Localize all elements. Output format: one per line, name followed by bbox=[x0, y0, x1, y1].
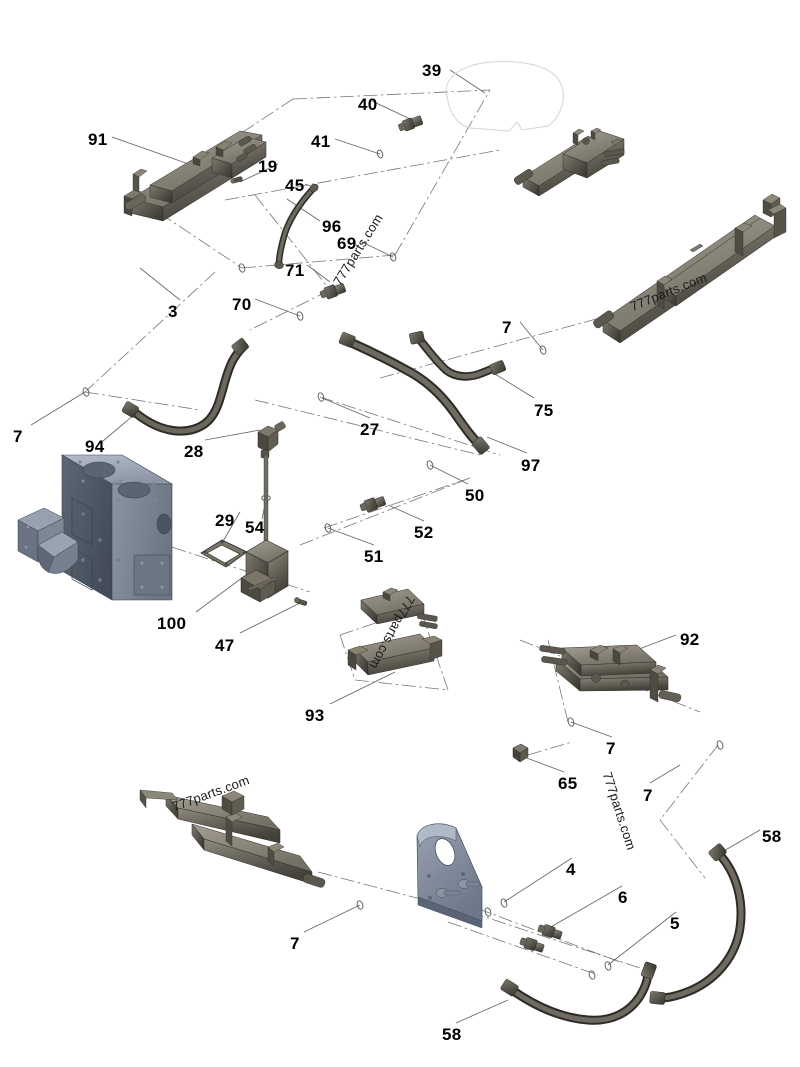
callout-100: 100 bbox=[157, 614, 187, 633]
callout-28: 28 bbox=[184, 442, 204, 461]
callout-39: 39 bbox=[422, 61, 442, 80]
upper-right-cylinder bbox=[593, 193, 787, 344]
callout-70: 70 bbox=[232, 295, 252, 314]
part-4-union bbox=[519, 937, 545, 953]
part-3-hose bbox=[121, 338, 249, 436]
callout-7-right-lower: 7 bbox=[643, 786, 653, 805]
callout-50: 50 bbox=[465, 486, 485, 505]
callout-93: 93 bbox=[305, 706, 325, 725]
callout-3: 3 bbox=[168, 302, 178, 321]
part-65-plug bbox=[512, 743, 529, 763]
part-92-manifold bbox=[539, 644, 682, 703]
callout-41: 41 bbox=[311, 132, 331, 151]
callout-58-right: 58 bbox=[762, 827, 782, 846]
part-94-valve-block bbox=[17, 454, 174, 601]
callout-27: 27 bbox=[360, 420, 380, 439]
part-28-elbow bbox=[257, 421, 286, 459]
callout-94: 94 bbox=[85, 437, 105, 456]
part-29-gasket bbox=[200, 539, 248, 568]
callout-47: 47 bbox=[215, 636, 235, 655]
callout-6: 6 bbox=[618, 888, 628, 907]
part-27-hose bbox=[338, 332, 490, 455]
callout-7-bottom-left: 7 bbox=[290, 934, 300, 953]
part-6-union bbox=[537, 924, 563, 940]
callout-65: 65 bbox=[558, 774, 578, 793]
callout-7-left: 7 bbox=[13, 427, 23, 446]
callout-91: 91 bbox=[88, 130, 108, 149]
part-19-screw bbox=[230, 176, 243, 184]
oring-markers bbox=[82, 149, 724, 980]
upper-center-cylinder bbox=[513, 127, 625, 197]
callout-5: 5 bbox=[670, 914, 680, 933]
callout-54: 54 bbox=[245, 518, 265, 537]
part-45-hose bbox=[274, 183, 319, 269]
lower-left-cylinder bbox=[139, 789, 326, 888]
part-39-phantom-outline bbox=[445, 61, 564, 132]
callout-19: 19 bbox=[258, 157, 278, 176]
part-93-cylinders bbox=[347, 587, 443, 676]
part-47-bolt bbox=[294, 597, 308, 606]
callout-92: 92 bbox=[680, 630, 700, 649]
callout-71: 71 bbox=[285, 261, 305, 280]
part-91-manifold bbox=[123, 130, 267, 222]
callout-96: 96 bbox=[322, 217, 342, 236]
callout-7-upper-right: 7 bbox=[502, 318, 512, 337]
callout-45: 45 bbox=[285, 176, 305, 195]
callout-4: 4 bbox=[566, 860, 576, 879]
callout-29: 29 bbox=[215, 511, 235, 530]
callout-52: 52 bbox=[414, 523, 434, 542]
callout-69: 69 bbox=[337, 234, 357, 253]
part-58-hose-left bbox=[500, 961, 657, 1025]
callout-51: 51 bbox=[364, 547, 384, 566]
callout-7-mid-right: 7 bbox=[606, 739, 616, 758]
part-75-hose bbox=[409, 331, 507, 381]
callout-97: 97 bbox=[521, 456, 541, 475]
part-100-valve bbox=[240, 454, 289, 603]
part-71-fitting bbox=[319, 283, 346, 300]
mounting-bracket bbox=[416, 823, 483, 929]
callout-58-left: 58 bbox=[442, 1025, 462, 1044]
part-52-fitting bbox=[359, 496, 386, 513]
callout-40: 40 bbox=[358, 95, 378, 114]
part-58-hose-right bbox=[649, 843, 746, 1005]
leader-lines bbox=[30, 69, 761, 1024]
callout-75: 75 bbox=[534, 401, 554, 420]
part-40-fitting bbox=[398, 115, 424, 132]
